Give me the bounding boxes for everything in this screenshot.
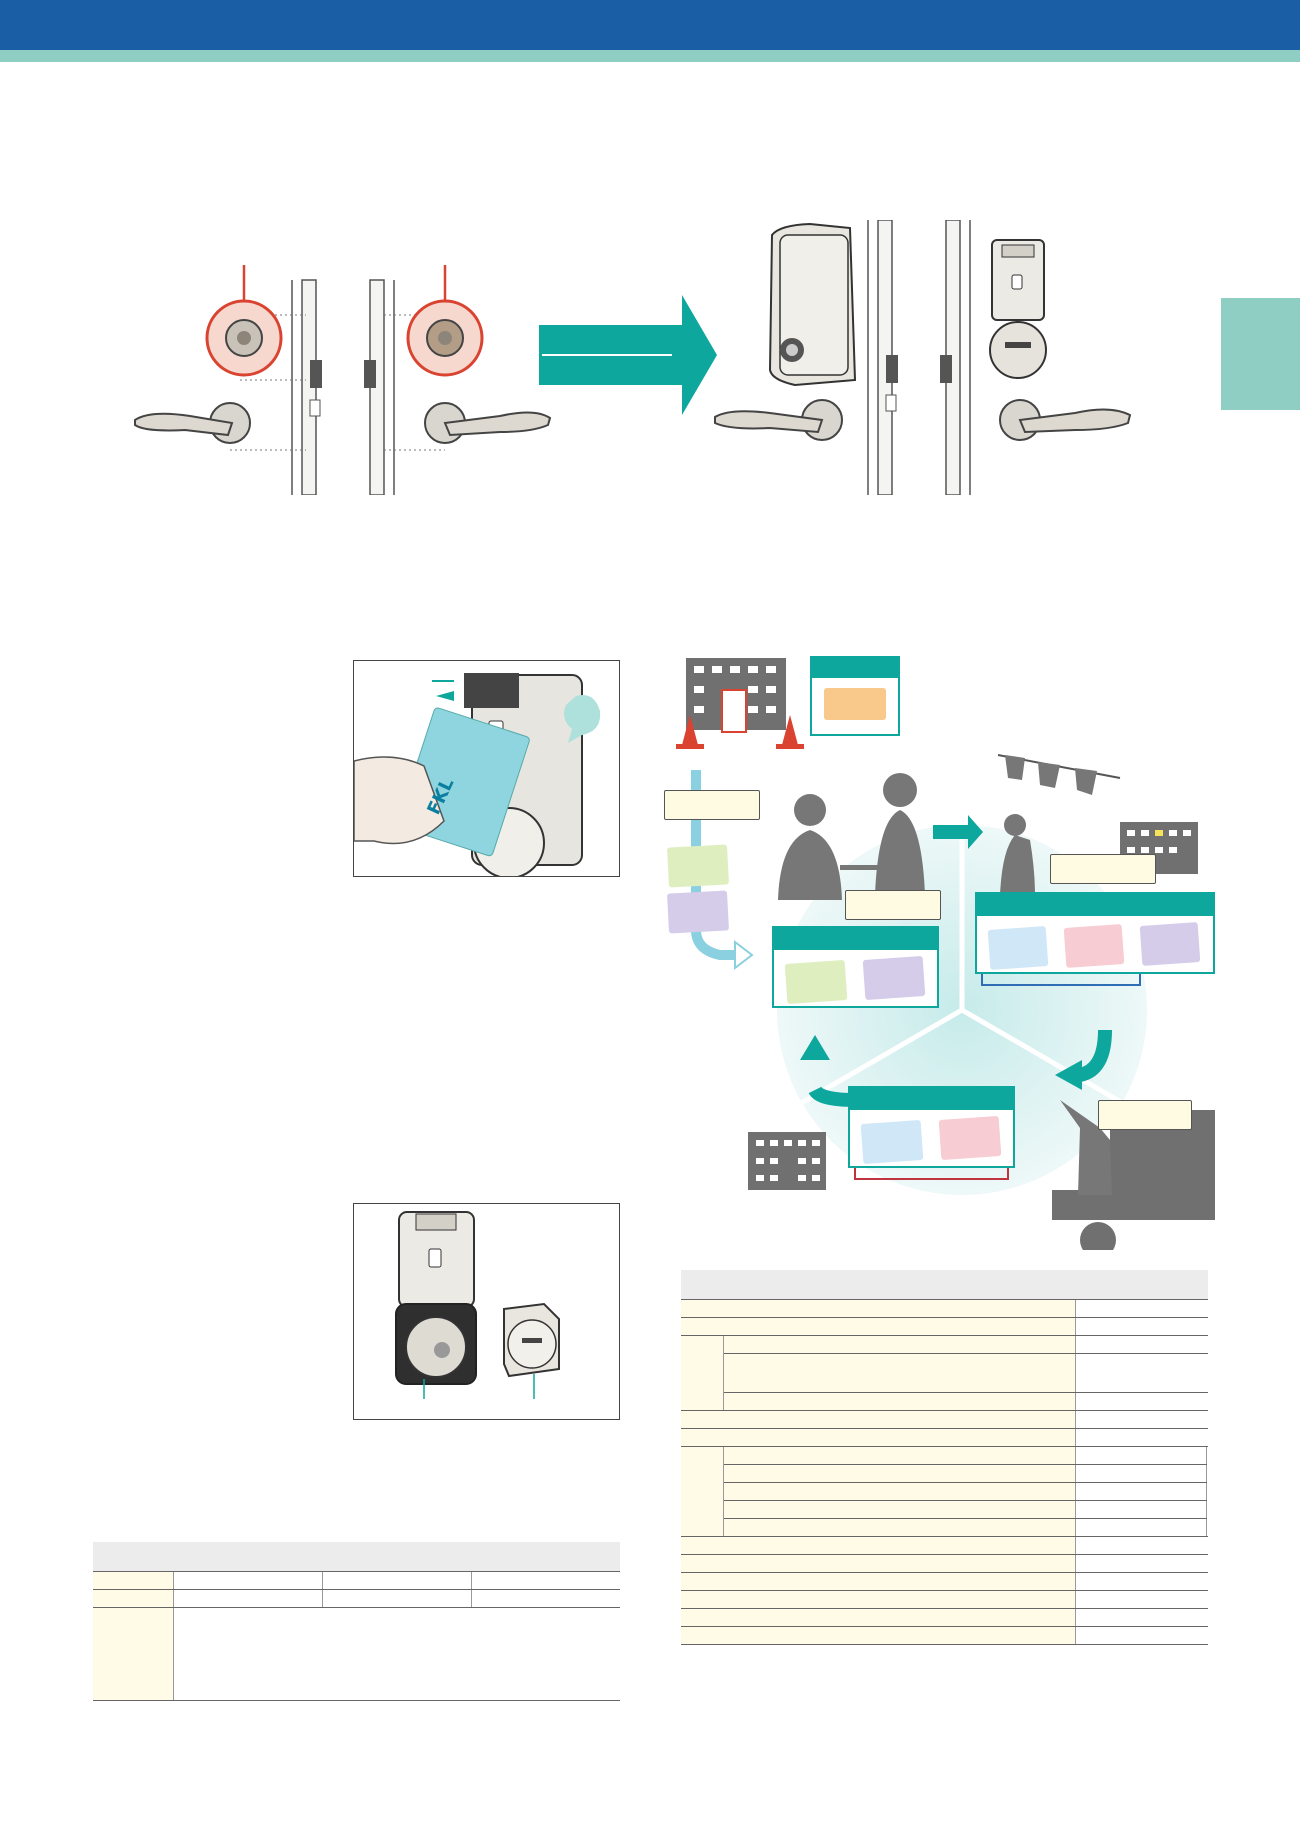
color-card <box>860 1119 924 1165</box>
color-card <box>1063 924 1125 968</box>
table-row <box>93 1589 620 1608</box>
callout-box <box>664 790 760 820</box>
table-row <box>681 1353 1208 1393</box>
building-icon <box>686 658 786 733</box>
table-row <box>93 1607 620 1701</box>
info-panel-top <box>810 656 900 736</box>
color-card <box>1139 922 1201 966</box>
lock-module-icon <box>395 1211 560 1399</box>
door-lock-after-icon <box>714 220 1132 495</box>
table-row <box>681 1446 1208 1537</box>
table-header-row <box>93 1542 620 1572</box>
table-row <box>681 1518 1208 1537</box>
table-row <box>681 1554 1208 1573</box>
table-row <box>681 1572 1208 1591</box>
header-bar <box>0 0 1300 50</box>
card-reader-photo-frame: FKL <box>353 660 620 879</box>
table-row <box>681 1500 1208 1519</box>
info-panel-bottom <box>848 1086 1015 1180</box>
table-header-row <box>681 1270 1208 1300</box>
table-row <box>681 1410 1208 1429</box>
callout-box <box>1050 854 1156 884</box>
door-lock-before-icon <box>134 265 552 495</box>
table-row <box>681 1482 1208 1501</box>
color-card <box>987 926 1049 970</box>
callout-box <box>1098 1100 1192 1130</box>
table-row <box>681 1536 1208 1555</box>
lock-module-photo-frame <box>353 1203 620 1420</box>
info-panel-right <box>975 892 1215 986</box>
laundry-icon <box>997 754 1121 895</box>
left-spec-table <box>93 1542 620 1701</box>
color-card <box>666 890 730 934</box>
color-card <box>824 688 886 720</box>
table-row <box>681 1300 1208 1318</box>
info-panel-left <box>772 926 939 1008</box>
right-spec-table <box>681 1270 1208 1645</box>
section-tab <box>1221 298 1300 410</box>
cycle-diagram <box>650 650 1230 1250</box>
arrow-right-icon <box>539 295 717 415</box>
callout-box <box>845 890 941 920</box>
table-row <box>681 1590 1208 1609</box>
table-row <box>681 1626 1208 1645</box>
color-card <box>938 1115 1002 1161</box>
color-card <box>862 955 926 1001</box>
color-card <box>666 844 730 888</box>
table-row <box>681 1464 1208 1483</box>
bracket <box>854 1168 1009 1180</box>
table-row <box>681 1608 1208 1627</box>
header-accent-line <box>0 50 1300 62</box>
card-reader-icon <box>353 673 601 879</box>
table-row <box>681 1392 1208 1411</box>
person-silhouette-icon <box>778 773 925 900</box>
bracket <box>981 974 1141 986</box>
table-row <box>681 1317 1208 1336</box>
color-card <box>784 959 848 1005</box>
traffic-cone-icon <box>676 715 804 749</box>
table-row <box>681 1428 1208 1447</box>
table-row <box>681 1335 1208 1411</box>
table-row <box>93 1572 620 1590</box>
